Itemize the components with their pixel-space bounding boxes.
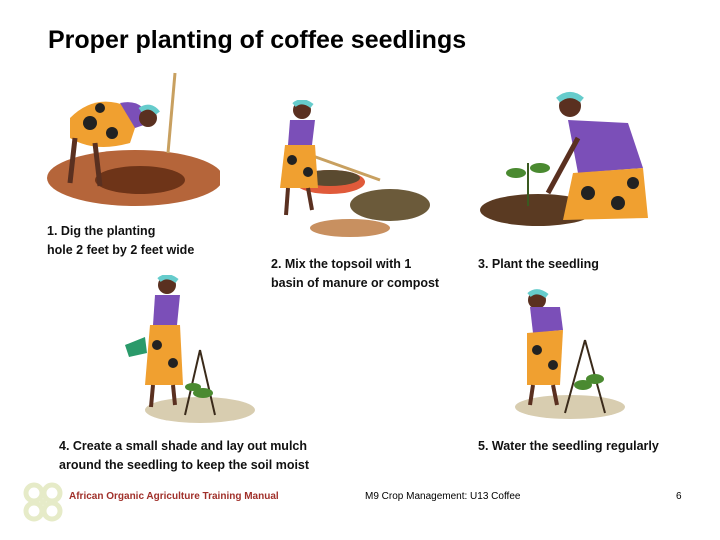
step-4-line-1: 4. Create a small shade and lay out mulc… (59, 439, 308, 453)
step-1-line-1: 1. Dig the planting (47, 224, 156, 238)
step-1-line-2: hole 2 feet by 2 feet wide (47, 243, 195, 257)
step-4-caption: 4. Create a small shade and lay out mulc… (59, 437, 309, 475)
step-3-line-1: 3. Plant the seedling (478, 257, 599, 271)
step-2-line-2: basin of manure or compost (271, 276, 440, 290)
footer-page-number: 6 (676, 491, 682, 502)
illustration-mixing (280, 100, 430, 237)
step-3-caption: 3. Plant the seedling (478, 255, 599, 274)
illustration-shade-mulch (125, 275, 255, 423)
slide-title: Proper planting of coffee seedlings (48, 26, 467, 54)
illustration-planting (480, 92, 648, 226)
footer-module: M9 Crop Management: U13 Coffee (365, 491, 521, 502)
footer-manual-title: African Organic Agriculture Training Man… (69, 491, 279, 502)
logo-icon (23, 482, 63, 522)
step-2-caption: 2. Mix the topsoil with 1 basin of manur… (271, 255, 439, 293)
step-1-caption: 1. Dig the planting hole 2 feet by 2 fee… (47, 222, 194, 260)
step-5-caption: 5. Water the seedling regularly (478, 437, 659, 456)
step-5-line-1: 5. Water the seedling regularly (478, 439, 659, 453)
illustration-digging (47, 72, 220, 206)
step-4-line-2: around the seedling to keep the soil moi… (59, 458, 310, 472)
illustration-watering (515, 289, 625, 419)
step-2-line-1: 2. Mix the topsoil with 1 (271, 257, 412, 271)
